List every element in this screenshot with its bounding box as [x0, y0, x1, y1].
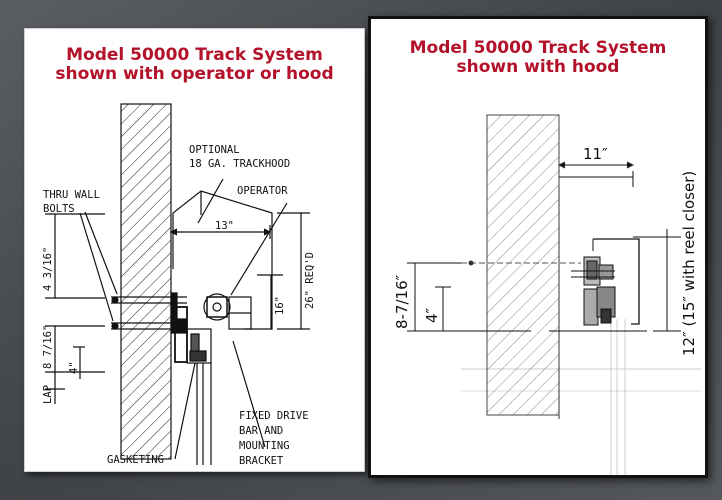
- left-title-line-2: shown with operator or hood: [55, 64, 334, 84]
- dim-13: 13": [215, 220, 234, 232]
- label-gasketing: GASKETING: [107, 454, 164, 466]
- right-title-line-2: shown with hood: [456, 57, 620, 77]
- label-fixed-drive: FIXED DRIVE: [239, 410, 309, 422]
- right-title-line-1: Model 50000 Track System: [409, 38, 667, 58]
- right-trackhood-outline: [593, 238, 640, 325]
- left-fixed-drive-bar: [189, 350, 207, 362]
- dim-12-15: 12″ (15″ with reel closer): [680, 171, 698, 356]
- label-bracket: BRACKET: [239, 455, 284, 467]
- left-title-line-1: Model 50000 Track System: [66, 45, 323, 65]
- left-trackhood-outline: [172, 190, 273, 330]
- label-bolts: BOLTS: [43, 203, 75, 215]
- right-track-system-drawing: 11″ 8-7/16″ 4″ 12″ (15″ with reel closer…: [393, 114, 701, 475]
- dim-4: 4″: [423, 307, 441, 323]
- dim-8-7-16: 8 7/16": [42, 325, 54, 369]
- label-mounting: MOUNTING: [239, 440, 290, 452]
- right-track-assembly: [571, 256, 616, 326]
- right-panel-title: Model 50000 Track System shown with hood: [371, 39, 705, 77]
- dim-11: 11″: [583, 145, 608, 163]
- label-bar-and: BAR AND: [239, 425, 283, 437]
- label-trackhood: 18 GA. TRACKHOOD: [189, 158, 290, 170]
- label-lap: LAP: [42, 385, 54, 404]
- left-thru-wall-bolts: [111, 292, 187, 334]
- label-operator: OPERATOR: [237, 185, 288, 197]
- dim-26-reqd: 26" REQ'D: [304, 252, 316, 309]
- dim-4-3-16: 4 3/16": [42, 247, 54, 291]
- dim-16: 16": [274, 296, 286, 315]
- right-wall-section: [486, 114, 560, 416]
- left-track-system-drawing: OPTIONAL 18 GA. TRACKHOOD OPERATOR THRU …: [42, 103, 316, 467]
- dim-4: 4": [68, 361, 80, 374]
- dim-8-7-16: 8-7/16″: [393, 274, 411, 329]
- left-panel-title: Model 50000 Track System shown with oper…: [25, 46, 364, 84]
- label-optional: OPTIONAL: [189, 144, 240, 156]
- left-wall-section: [120, 103, 172, 460]
- left-drawing-panel: Model 50000 Track System shown with oper…: [24, 28, 365, 472]
- label-thru-wall: THRU WALL: [43, 189, 100, 201]
- left-operator-motor: [203, 293, 231, 321]
- right-drawing-panel: Model 50000 Track System shown with hood: [368, 16, 708, 478]
